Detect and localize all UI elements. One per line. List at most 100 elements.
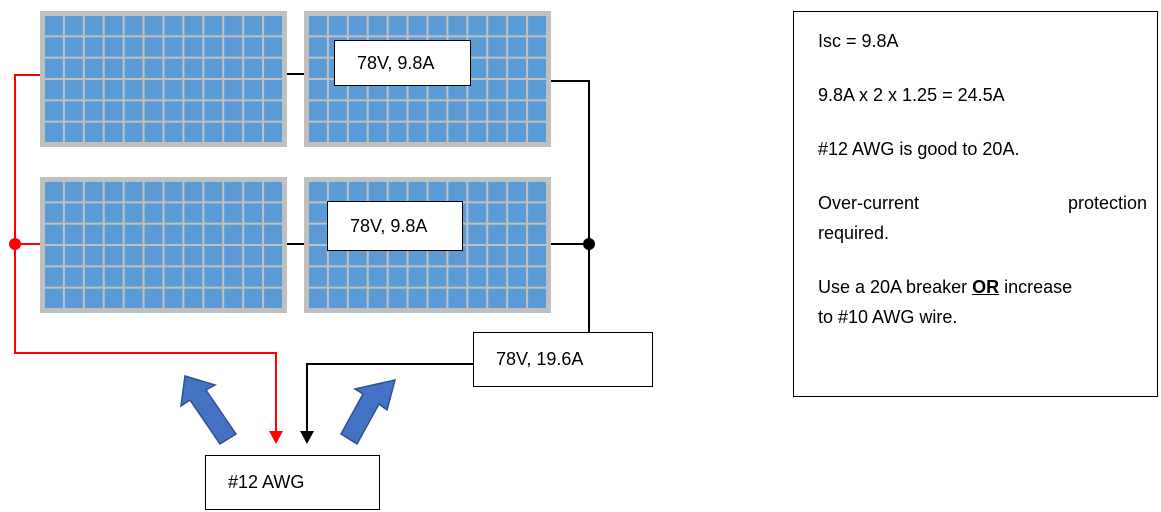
pv-cell [144,101,163,121]
pv-cell [528,224,546,244]
pv-cell [45,58,63,78]
pv-cell [408,288,427,308]
pv-cell [224,288,243,308]
pv-cell [388,101,407,121]
pv-cell [488,224,507,244]
pv-cell [104,288,123,308]
pv-cell [528,37,546,57]
pv-cell [104,182,123,202]
pv-cell [124,16,143,36]
pv-cell [448,16,467,36]
pv-cell [84,288,103,308]
pv-cell [244,224,263,244]
pv-cell [144,288,163,308]
pv-cell [204,203,223,223]
pv-cell [448,122,467,142]
pv-cell [45,101,63,121]
pv-cell [144,182,163,202]
ocp-note-required: required. [818,223,890,243]
pv-cell [184,16,203,36]
pv-cell [124,267,143,287]
pv-cell [64,182,83,202]
wire-gauge-label: #12 AWG [205,455,380,510]
pv-cell [264,203,282,223]
pv-cell [184,203,203,223]
pv-cell [348,122,367,142]
pv-cell [224,203,243,223]
pv-cell [204,224,223,244]
pv-cell [528,16,546,36]
pv-cell [348,288,367,308]
pv-cell [388,267,407,287]
pv-cell [408,267,427,287]
pv-cell [124,246,143,266]
pv-cell [224,182,243,202]
pv-cell [124,101,143,121]
pv-cell [224,122,243,142]
pv-cell [124,203,143,223]
pv-cell [309,80,327,100]
pv-cell [244,101,263,121]
pv-cell [64,224,83,244]
pv-cell [84,80,103,100]
pv-cell [309,37,327,57]
pv-cell [45,37,63,57]
pv-cell [224,224,243,244]
pv-cell [204,80,223,100]
pv-cell [448,101,467,121]
pv-cell [144,16,163,36]
pv-cell [164,37,183,57]
pv-cell [309,101,327,121]
pv-cell [164,203,183,223]
pv-cell [408,16,427,36]
pv-cell [84,16,103,36]
pv-cell [224,101,243,121]
pv-cell [64,122,83,142]
pv-cell [528,80,546,100]
pv-cell [468,37,487,57]
pv-cell [184,267,203,287]
pv-cell [104,37,123,57]
pv-cell [64,246,83,266]
pv-cell [468,58,487,78]
pv-cell [124,37,143,57]
pv-cell [468,122,487,142]
pv-cell [428,267,447,287]
pv-cell [164,288,183,308]
pv-cell [488,16,507,36]
pv-cell [204,101,223,121]
pv-cell [309,288,327,308]
pv-cell [428,182,447,202]
pv-cell [104,101,123,121]
pv-cell [508,122,527,142]
pv-cell [124,80,143,100]
block-arrow-right-icon [340,378,397,446]
pv-cell [348,182,367,202]
pv-cell [264,182,282,202]
pv-cell [488,37,507,57]
pv-cell [45,267,63,287]
pv-cell [528,267,546,287]
pv-cell [244,288,263,308]
pv-cell [204,182,223,202]
pv-cell [328,101,347,121]
pv-cell [244,246,263,266]
pv-cell [508,16,527,36]
pv-cell [408,122,427,142]
pv-cell [104,246,123,266]
pv-cell [528,203,546,223]
pv-cell [468,101,487,121]
pv-cell [64,101,83,121]
pv-cell [528,122,546,142]
pv-cell [388,16,407,36]
pv-cell [468,246,487,266]
pv-cell [488,122,507,142]
pv-cell [328,267,347,287]
pv-cell [84,246,103,266]
pv-cell [368,288,387,308]
pv-cell [264,101,282,121]
pv-cell [488,246,507,266]
pv-cell [224,58,243,78]
pv-cell [184,101,203,121]
pv-cell [104,16,123,36]
